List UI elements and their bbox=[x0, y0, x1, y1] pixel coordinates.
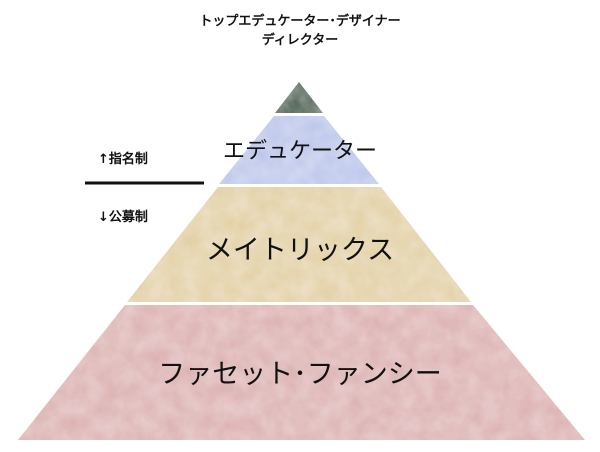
top-tier-title-line1: トップエデュケーター･デザイナー bbox=[199, 14, 401, 29]
tier-label-matrix: メイトリックス bbox=[205, 235, 395, 266]
top-tier-title: トップエデュケーター･デザイナー ディレクター bbox=[150, 12, 450, 50]
tier-matrix bbox=[127, 187, 471, 302]
tier-educator bbox=[219, 116, 379, 184]
side-label-open-call: ↓公募制 bbox=[98, 210, 148, 225]
tier-facet bbox=[18, 305, 585, 440]
tier-label-educator: エデュケーター bbox=[222, 139, 377, 164]
tier-top bbox=[275, 82, 323, 113]
top-tier-title-line2: ディレクター bbox=[261, 33, 339, 48]
side-label-nomination: ↑指名制 bbox=[98, 152, 148, 167]
tier-label-facet: ファセット･ファンシー bbox=[158, 359, 442, 390]
